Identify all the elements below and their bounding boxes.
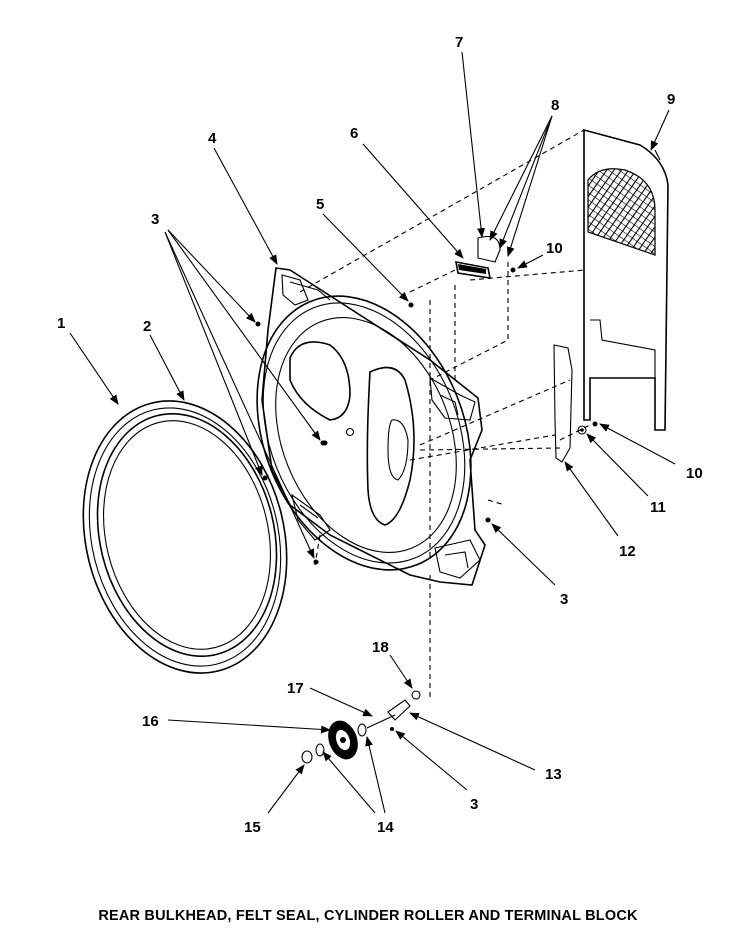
callout-12: 12 — [619, 543, 636, 560]
callout-11: 11 — [650, 499, 666, 516]
screws — [255, 267, 598, 565]
callout-labels: 1 2 3 4 5 6 7 8 9 10 10 11 12 3 18 17 16… — [57, 34, 703, 836]
callout-8: 8 — [551, 97, 559, 114]
vent-grille — [587, 168, 656, 256]
callout-9: 9 — [667, 91, 675, 108]
callout-3-right: 3 — [560, 591, 568, 608]
leader-lines — [69, 51, 676, 814]
callout-10-top: 10 — [546, 240, 563, 257]
callout-3-top: 3 — [151, 211, 159, 228]
bracket — [553, 344, 573, 463]
callout-3-bottom: 3 — [470, 796, 478, 813]
felt-seal-inner-ring — [96, 413, 278, 657]
diagram-caption: REAR BULKHEAD, FELT SEAL, CYLINDER ROLLE… — [98, 908, 638, 924]
callout-17: 17 — [287, 680, 304, 697]
callout-2: 2 — [143, 318, 151, 335]
rear-duct-panel — [583, 128, 669, 431]
callout-5: 5 — [316, 196, 324, 213]
callout-13: 13 — [545, 766, 562, 783]
callout-18: 18 — [372, 639, 389, 656]
callout-1: 1 — [57, 315, 65, 332]
rear-bulkhead — [256, 267, 486, 586]
cylinder-roller-assembly — [301, 690, 421, 764]
callout-15: 15 — [244, 819, 261, 836]
callout-6: 6 — [350, 125, 358, 142]
callout-16: 16 — [142, 713, 159, 730]
felt-seal-outer-ring — [82, 400, 288, 674]
callout-10-right: 10 — [686, 465, 703, 482]
callout-7: 7 — [455, 34, 463, 51]
callout-14: 14 — [377, 819, 394, 836]
callout-4: 4 — [208, 130, 217, 147]
assembly-lines — [299, 129, 591, 700]
